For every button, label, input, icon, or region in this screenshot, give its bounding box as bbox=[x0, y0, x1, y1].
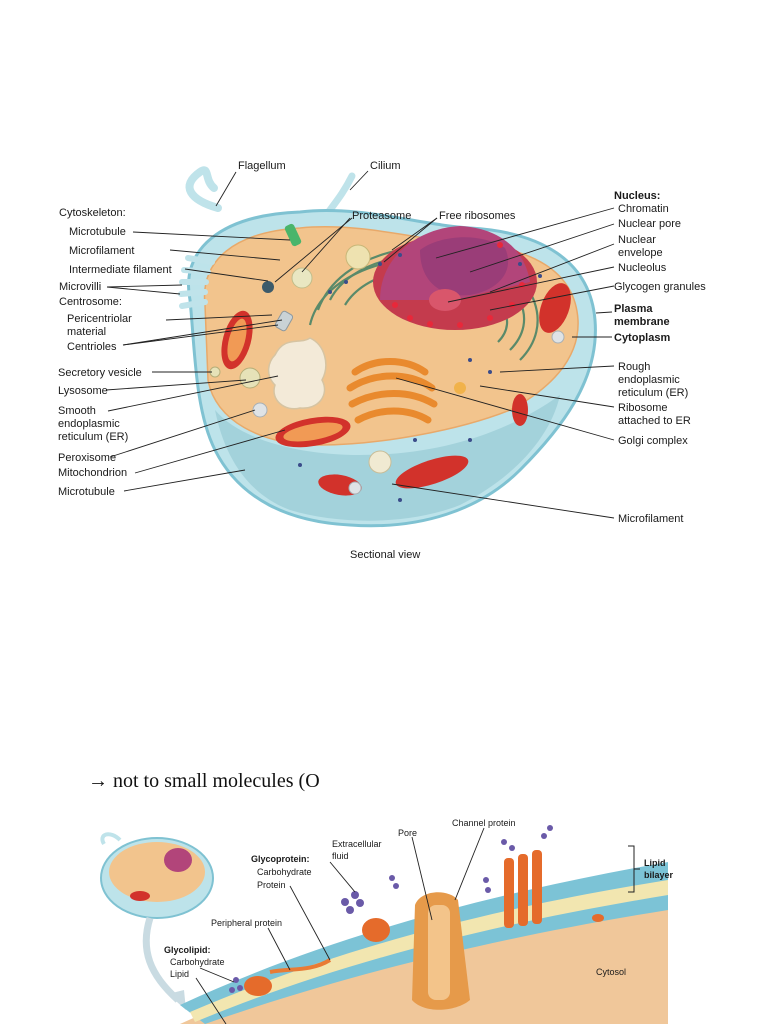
label-mitochondrion: Mitochondrion bbox=[58, 467, 127, 479]
carbohydrate-chains bbox=[229, 825, 553, 993]
label-glycogen-granules: Glycogen granules bbox=[614, 281, 706, 293]
label-smooth-er-2: endoplasmic bbox=[58, 418, 120, 430]
zoom-arrow bbox=[142, 916, 181, 1003]
label-nuclear-pore: Nuclear pore bbox=[618, 218, 681, 230]
label-golgi-complex: Golgi complex bbox=[618, 435, 688, 447]
label-lipid-bilayer-2: bilayer bbox=[644, 870, 674, 880]
label-gp-carbohydrate: Carbohydrate bbox=[257, 867, 312, 877]
transmembrane-protein-shape bbox=[504, 850, 542, 928]
label-ribosome-er-2: attached to ER bbox=[618, 415, 691, 427]
label-proteasome: Proteasome bbox=[352, 210, 411, 222]
cell-thumbnail bbox=[100, 832, 214, 919]
label-microfilament: Microfilament bbox=[69, 245, 134, 257]
label-plasma-membrane-2: membrane bbox=[614, 316, 670, 328]
label-channel-protein: Channel protein bbox=[452, 818, 516, 828]
label-smooth-er-3: reticulum (ER) bbox=[58, 431, 128, 443]
label-extracellular-2: fluid bbox=[332, 851, 349, 861]
label-centrosome: Centrosome: bbox=[59, 296, 122, 308]
label-flagellum: Flagellum bbox=[238, 160, 286, 172]
label-cytosol: Cytosol bbox=[596, 967, 626, 977]
nucleus-shape bbox=[373, 226, 537, 330]
label-extracellular-1: Extracellular bbox=[332, 839, 382, 849]
label-intermediate-filament: Intermediate filament bbox=[69, 264, 172, 276]
label-glycoprotein: Glycoprotein: bbox=[251, 854, 310, 864]
label-microtubule: Microtubule bbox=[69, 226, 126, 238]
leader-lines-top bbox=[274, 170, 438, 283]
label-pericentriolar-1: Pericentriolar bbox=[67, 313, 132, 325]
label-free-ribosomes: Free ribosomes bbox=[439, 210, 516, 222]
label-nuclear-envelope-1: Nuclear bbox=[618, 234, 656, 246]
label-cytoplasm: Cytoplasm bbox=[614, 332, 670, 344]
centrioles-shape bbox=[262, 223, 302, 332]
figure-caption: Sectional view bbox=[350, 549, 420, 561]
label-gp-protein: Protein bbox=[257, 880, 286, 890]
label-nucleolus: Nucleolus bbox=[618, 262, 667, 274]
channel-protein-shape bbox=[412, 892, 470, 1010]
label-ribosome-er-1: Ribosome bbox=[618, 402, 668, 414]
label-gl-carbohydrate: Carbohydrate bbox=[170, 957, 225, 967]
bilayer-core bbox=[190, 880, 668, 1022]
cell-diagram: Flagellum Cilium Cytoskeleton: Microtubu… bbox=[58, 160, 706, 561]
leader-lines-right bbox=[391, 207, 615, 519]
label-cilium: Cilium bbox=[370, 160, 401, 172]
peripheral-protein-shape bbox=[269, 958, 332, 974]
label-centrioles: Centrioles bbox=[67, 341, 117, 353]
label-nucleus: Nucleus: bbox=[614, 190, 660, 202]
smooth-er-shape bbox=[267, 337, 327, 410]
label-lysosome: Lysosome bbox=[58, 385, 108, 397]
label-lipid-bilayer-1: Lipid bbox=[644, 858, 666, 868]
glycolipid-protein-shape bbox=[244, 976, 272, 996]
label-microvilli: Microvilli bbox=[59, 281, 101, 293]
label-smooth-er-1: Smooth bbox=[58, 405, 96, 417]
label-plasma-membrane-1: Plasma bbox=[614, 303, 653, 315]
label-rough-er-1: Rough bbox=[618, 361, 650, 373]
flagellum-shape bbox=[185, 166, 222, 212]
label-glycolipid: Glycolipid: bbox=[164, 945, 211, 955]
label-rough-er-3: reticulum (ER) bbox=[618, 387, 688, 399]
label-pericentriolar-2: material bbox=[67, 326, 106, 338]
glycoprotein-shape bbox=[362, 918, 390, 942]
body-text: → not to small molecules (O bbox=[88, 770, 320, 792]
nucleolus-shape bbox=[429, 289, 461, 311]
label-pore: Pore bbox=[398, 828, 417, 838]
small-protein-shape bbox=[592, 914, 604, 922]
label-cytoskeleton: Cytoskeleton: bbox=[59, 207, 126, 219]
membrane-leader-lines bbox=[195, 827, 485, 1024]
label-peroxisome: Peroxisome bbox=[58, 452, 116, 464]
membrane-diagram: Pore Channel protein Extracellular fluid… bbox=[100, 818, 674, 1024]
ribosome-dots bbox=[298, 253, 542, 502]
leader-lines-left bbox=[105, 171, 291, 492]
golgi-shape bbox=[346, 358, 438, 424]
label-peripheral-protein: Peripheral protein bbox=[211, 918, 282, 928]
label-rough-er-2: endoplasmic bbox=[618, 374, 680, 386]
label-microfilament-bottom: Microfilament bbox=[618, 513, 683, 525]
bilayer-bracket bbox=[628, 845, 640, 893]
label-microtubule-bottom: Microtubule bbox=[58, 486, 115, 498]
label-chromatin: Chromatin bbox=[618, 203, 669, 215]
label-secretory-vesicle: Secretory vesicle bbox=[58, 367, 142, 379]
label-nuclear-envelope-2: envelope bbox=[618, 247, 663, 259]
label-gl-lipid: Lipid bbox=[170, 969, 189, 979]
